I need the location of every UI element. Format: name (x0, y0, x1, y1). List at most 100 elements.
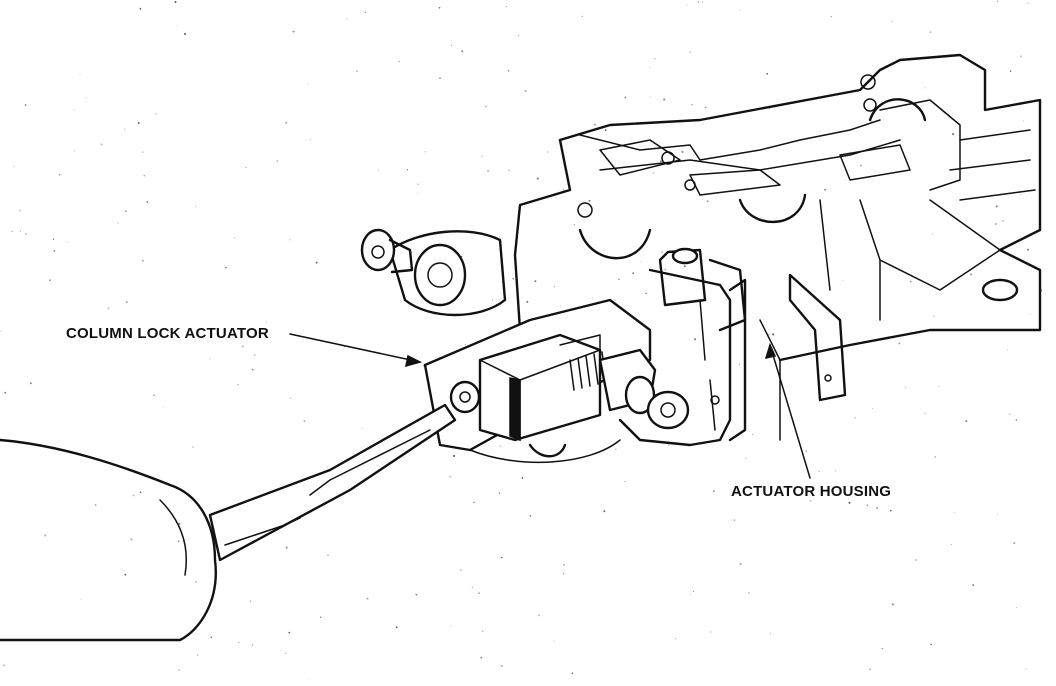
speckle-dot (869, 668, 872, 671)
speckle-dot (498, 492, 501, 494)
speckle-dot (866, 504, 869, 507)
speckle-dot (871, 408, 873, 409)
speckle-dot (177, 540, 180, 543)
speckle-dot (356, 70, 358, 73)
speckle-dot (192, 446, 194, 448)
speckle-dot (254, 354, 256, 356)
column-lock-actuator (423, 298, 690, 464)
speckle-dot (249, 600, 252, 602)
speckle-dot (573, 224, 575, 226)
speckle-dot (288, 631, 291, 634)
speckle-dot (395, 626, 398, 629)
speckle-dot (417, 192, 418, 194)
speckle-dot (663, 98, 666, 101)
speckle-dot (891, 20, 893, 22)
speckle-dot (307, 83, 309, 85)
speckle-dot (571, 672, 574, 675)
actuator-housing-label: ACTUATOR HOUSING (731, 483, 892, 500)
speckle-dot (706, 200, 709, 203)
speckle-dot (876, 507, 878, 509)
speckle-dot (951, 544, 953, 545)
speckle-dot (79, 73, 81, 76)
speckle-dot (500, 664, 503, 667)
speckle-dot (924, 412, 926, 414)
speckle-dot (125, 210, 127, 212)
speckle-dot (1007, 349, 1008, 351)
speckle-dot (155, 113, 157, 115)
speckle-dot (692, 590, 694, 592)
speckle-dot (996, 0, 999, 2)
speckle-dot (972, 584, 975, 587)
speckle-dot (1013, 542, 1016, 545)
speckle-dot (315, 261, 318, 264)
speckle-dot (1020, 55, 1023, 58)
speckle-dot (702, 1, 704, 3)
speckle-dot (1020, 193, 1022, 195)
speckle-dot (768, 334, 770, 336)
speckle-dot (710, 631, 712, 633)
speckle-dot (524, 89, 527, 92)
speckle-dot (501, 556, 503, 559)
speckle-dot (769, 108, 770, 110)
speckle-dot (210, 636, 213, 639)
speckle-dot (501, 281, 503, 283)
speckle-dot (554, 640, 555, 642)
speckle-dot (930, 643, 932, 646)
speckle-dot (739, 9, 741, 11)
column-lock-actuator-label: COLUMN LOCK ACTUATOR (66, 325, 269, 342)
paper-speckle (0, 0, 1043, 680)
speckle-dot (481, 630, 484, 633)
speckle-dot (464, 343, 466, 345)
speckle-dot (285, 546, 288, 549)
speckle-dot (970, 273, 972, 276)
actuator-spring (569, 351, 607, 391)
speckle-dot (303, 420, 306, 422)
speckle-dot (891, 603, 894, 606)
speckle-dot (178, 522, 181, 525)
speckle-dot (614, 299, 616, 301)
speckle-dot (563, 189, 565, 191)
speckle-dot (733, 519, 736, 521)
speckle-dot (66, 241, 68, 243)
speckle-dot (603, 510, 606, 513)
speckle-dot (279, 650, 281, 651)
speckle-dot (124, 573, 127, 576)
speckle-dot (94, 504, 97, 506)
speckle-dot (251, 644, 254, 646)
speckle-dot (615, 448, 617, 451)
speckle-dot (178, 669, 180, 671)
speckle-dot (881, 647, 883, 650)
speckle-dot (111, 336, 114, 339)
speckle-dot (521, 476, 524, 479)
speckle-dot (683, 265, 686, 268)
speckle-dot (664, 268, 667, 271)
speckle-dot (292, 30, 295, 33)
speckle-dot (361, 428, 363, 430)
speckle-dot (1029, 313, 1031, 315)
speckle-dot (327, 554, 329, 557)
speckle-dot (406, 169, 409, 171)
speckle-dot (460, 569, 462, 571)
speckle-dot (52, 238, 55, 240)
speckle-dot (505, 5, 507, 7)
speckle-dot (1009, 70, 1012, 73)
speckle-dot (24, 104, 27, 106)
speckle-dot (364, 11, 367, 13)
speckle-dot (934, 456, 936, 458)
mounting-bracket (360, 228, 507, 317)
speckle-dot (58, 173, 61, 176)
speckle-dot (534, 280, 537, 283)
column-casting (513, 53, 1042, 441)
speckle-dot (398, 60, 400, 63)
speckle-dot (860, 164, 863, 167)
speckle-dot (259, 327, 261, 329)
speckle-dot (30, 382, 32, 385)
speckle-dot (25, 233, 27, 235)
speckle-dot (417, 183, 419, 186)
screwdriver-tool (208, 403, 457, 562)
speckle-dot (512, 278, 514, 280)
speckle-dot (910, 280, 912, 283)
speckle-dot (319, 616, 322, 619)
